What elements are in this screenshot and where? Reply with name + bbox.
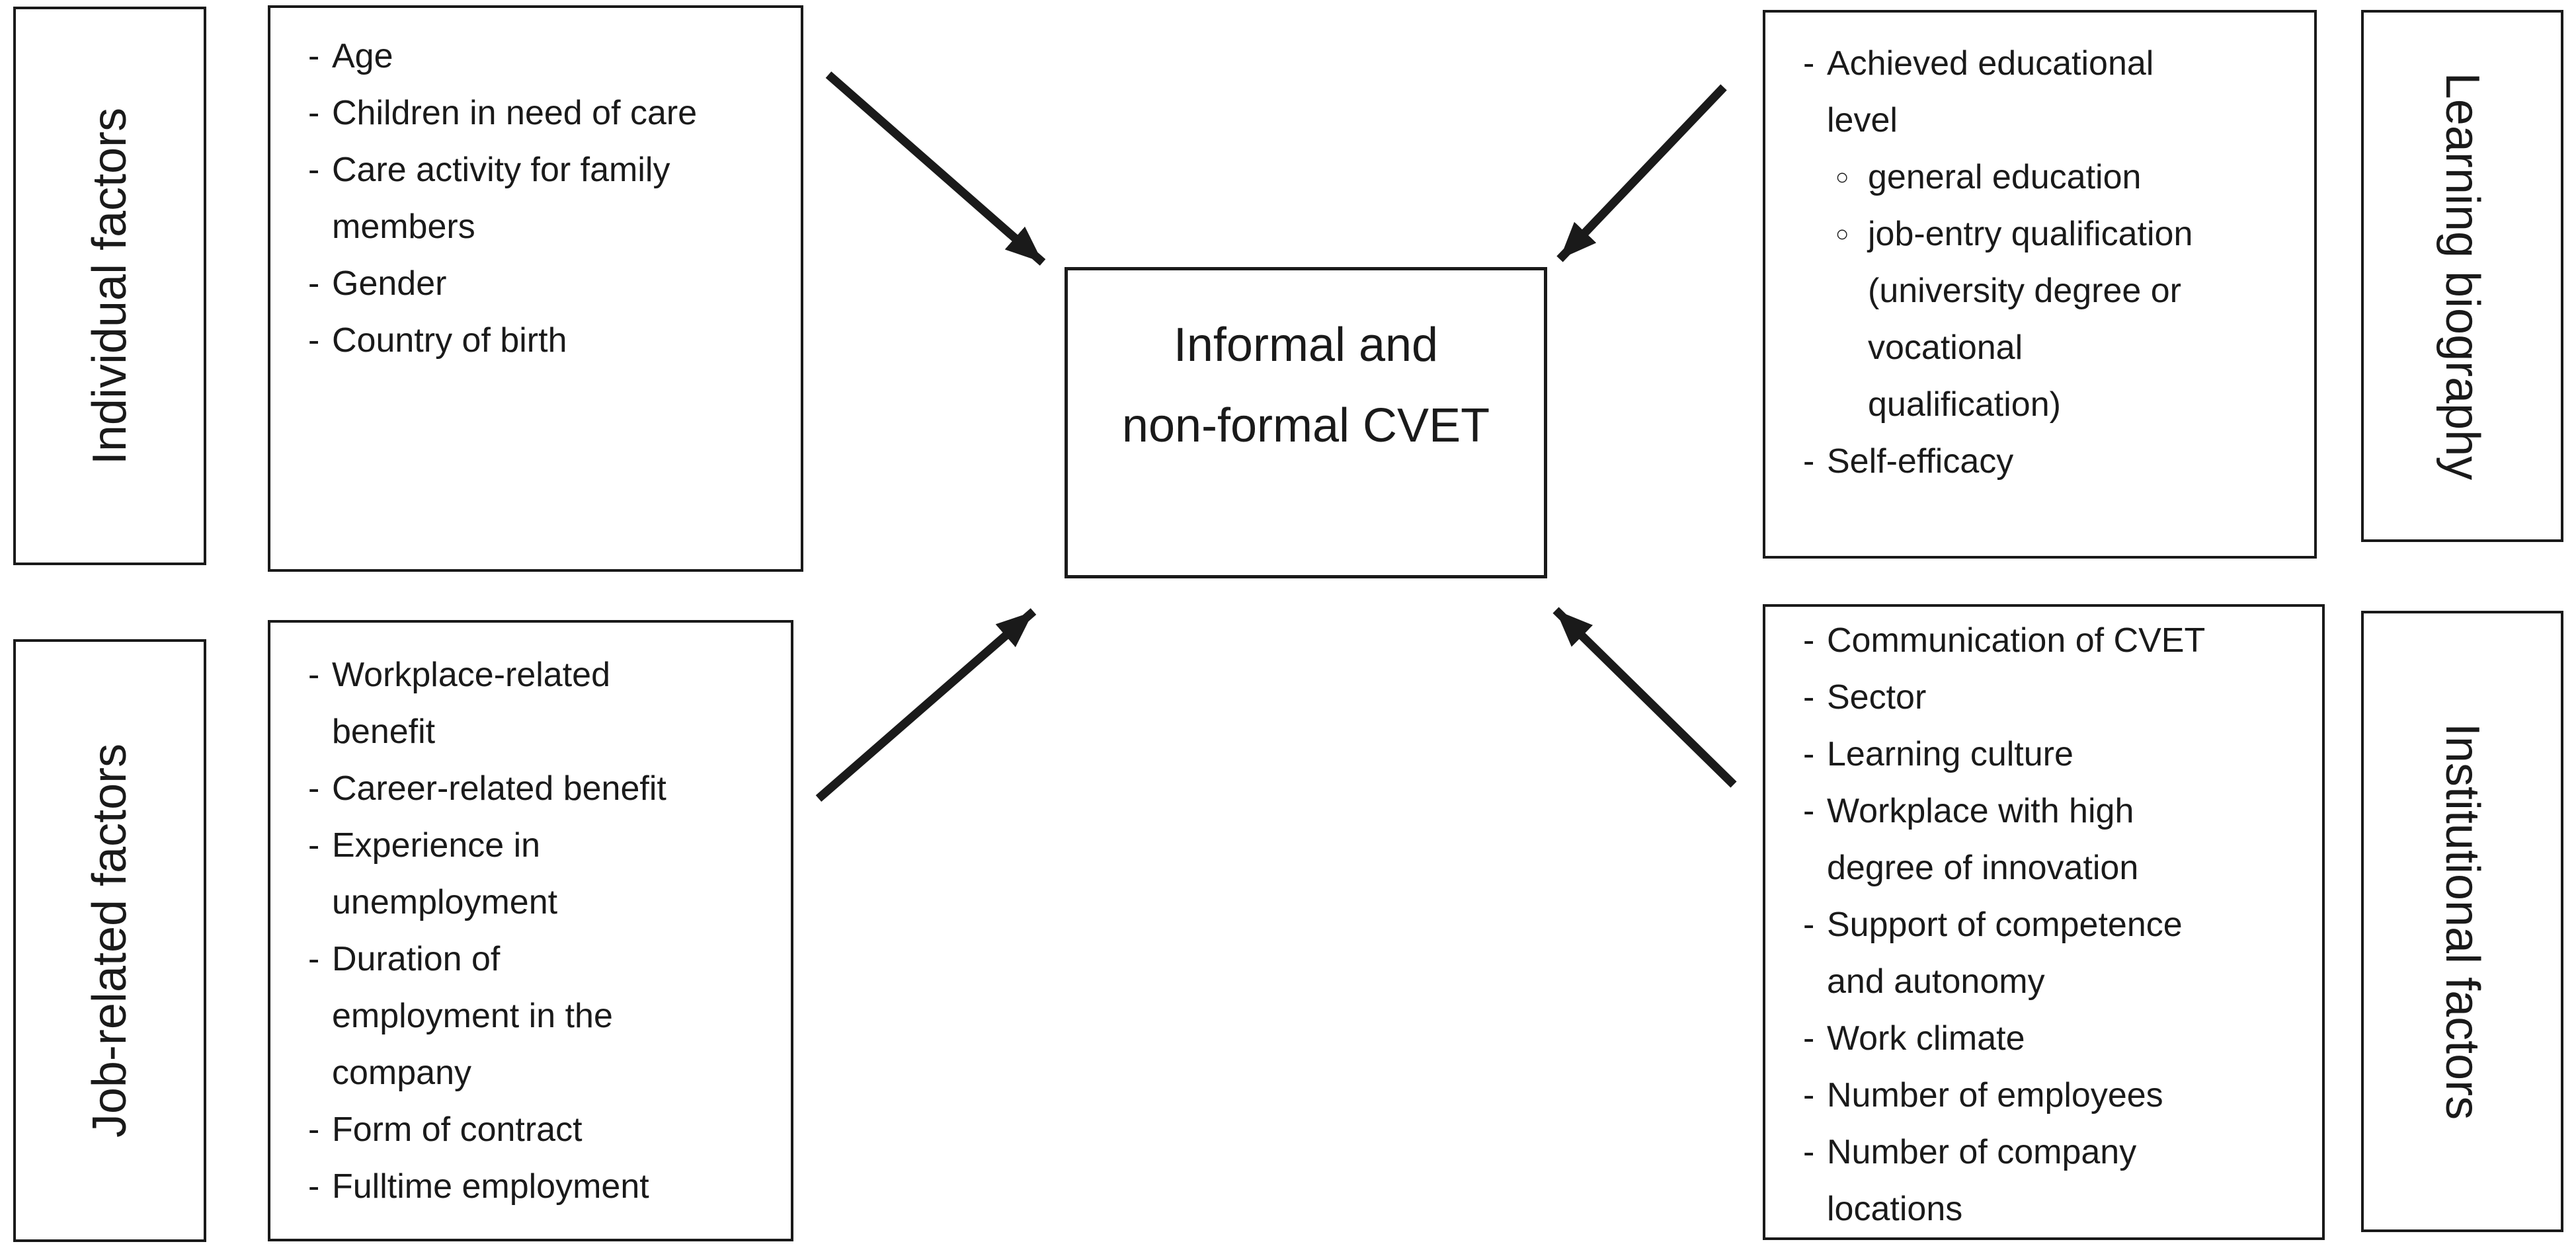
list-item-text: Support of competence and autonomy: [1827, 906, 2183, 1001]
label-box-learning-biography: Learning biography: [2361, 10, 2563, 542]
list-item-text: Duration of employment in the company: [332, 940, 613, 1092]
list-item: -Number of employees: [1803, 1067, 2312, 1124]
list-item-text: Number of company locations: [1827, 1133, 2137, 1228]
dash-bullet: -: [1803, 1019, 1815, 1058]
arrow-institutional-to-cvet: [1552, 607, 1737, 788]
list-item: -Gender: [308, 255, 790, 312]
dash-bullet: -: [308, 1167, 320, 1206]
list-item-text: Work climate: [1827, 1019, 2025, 1058]
circle-bullet-icon: ○: [1835, 165, 1849, 190]
sub-list-item-text: general education: [1868, 158, 2142, 196]
list-item-text: Age: [332, 37, 393, 75]
factor-box-learning-biography: -Achieved educational level ○general edu…: [1763, 10, 2317, 559]
factor-box-institutional: -Communication of CVET -Sector -Learning…: [1763, 604, 2325, 1240]
dash-bullet: -: [308, 826, 320, 865]
list-item: -Communication of CVET: [1803, 612, 2312, 669]
list-item: -Self-efficacy: [1803, 433, 2304, 490]
list-item-text: Workplace with high degree of innovation: [1827, 792, 2139, 887]
arrow-job-to-cvet: [815, 608, 1037, 802]
sub-list-item-text: job-entry qualification (university degr…: [1868, 215, 2193, 424]
list-item-text: Achieved educational level: [1827, 44, 2154, 139]
dash-bullet: -: [308, 769, 320, 808]
list-item: -Number of company locations: [1803, 1124, 2312, 1237]
list-item-text: Fulltime employment: [332, 1167, 649, 1206]
list-item-text: Experience in unemployment: [332, 826, 558, 921]
list-item-text: Learning culture: [1827, 735, 2073, 773]
circle-bullet-icon: ○: [1835, 221, 1849, 247]
center-cvet-box: Informal and non-formal CVET: [1065, 267, 1547, 578]
list-item-text: Care activity for family members: [332, 151, 670, 246]
label-box-individual-factors: Individual factors: [13, 7, 206, 565]
dash-bullet: -: [1803, 792, 1815, 830]
dash-bullet: -: [1803, 906, 1815, 944]
dash-bullet: -: [1803, 1076, 1815, 1114]
arrow-individual-to-cvet: [825, 71, 1046, 266]
dash-bullet: -: [308, 264, 320, 303]
dash-bullet: -: [308, 37, 320, 75]
dash-bullet: -: [308, 656, 320, 694]
dash-bullet: -: [1803, 678, 1815, 717]
list-item: -Care activity for family members: [308, 141, 790, 255]
dash-bullet: -: [308, 940, 320, 978]
list-item-text: Sector: [1827, 678, 1927, 717]
list-item: -Experience in unemployment: [308, 817, 780, 931]
list-item: -Support of competence and autonomy: [1803, 896, 2312, 1010]
dash-bullet: -: [1803, 442, 1815, 481]
list-item: -Country of birth: [308, 312, 790, 369]
list-item: -Career-related benefit: [308, 760, 780, 817]
list-item: -Work climate: [1803, 1010, 2312, 1067]
sub-list-item: ○ job-entry qualification (university deg…: [1803, 206, 2304, 433]
list-item-text: Children in need of care: [332, 94, 698, 132]
list-item: -Form of contract: [308, 1101, 780, 1158]
list-item: -Achieved educational level: [1803, 35, 2304, 149]
list-item: -Duration of employment in the company: [308, 931, 780, 1101]
dash-bullet: -: [308, 94, 320, 132]
list-item: -Age: [308, 28, 790, 85]
list-item-text: Number of employees: [1827, 1076, 2163, 1114]
factor-box-job-related: -Workplace-related benefit -Career-relat…: [268, 620, 793, 1241]
dash-bullet: -: [308, 321, 320, 360]
dash-bullet: -: [1803, 735, 1815, 773]
list-item: -Fulltime employment: [308, 1158, 780, 1215]
list-item-text: Gender: [332, 264, 447, 303]
dash-bullet: -: [308, 1110, 320, 1149]
arrow-learning-to-cvet: [1556, 84, 1727, 262]
dash-bullet: -: [1803, 621, 1815, 660]
label-box-job-related-factors: Job-related factors: [13, 639, 206, 1242]
list-item: -Children in need of care: [308, 85, 790, 141]
factor-box-individual: -Age -Children in need of care -Care act…: [268, 5, 803, 572]
list-item-text: Country of birth: [332, 321, 567, 360]
list-item-text: Self-efficacy: [1827, 442, 2014, 481]
list-item-text: Career-related benefit: [332, 769, 666, 808]
dash-bullet: -: [1803, 44, 1815, 83]
sub-list-item: ○ general education: [1803, 149, 2304, 206]
dash-bullet: -: [308, 151, 320, 189]
list-item-text: Workplace-related benefit: [332, 656, 611, 751]
list-item: -Sector: [1803, 669, 2312, 726]
list-item: -Workplace with high degree of innovatio…: [1803, 783, 2312, 896]
list-item: -Learning culture: [1803, 726, 2312, 783]
label-box-institutional-factors: Institutional factors: [2361, 611, 2563, 1232]
cvet-title: Informal and non-formal CVET: [1121, 319, 1490, 452]
dash-bullet: -: [1803, 1133, 1815, 1171]
list-item-text: Form of contract: [332, 1110, 583, 1149]
list-item-text: Communication of CVET: [1827, 621, 2206, 660]
list-item: -Workplace-related benefit: [308, 646, 780, 760]
